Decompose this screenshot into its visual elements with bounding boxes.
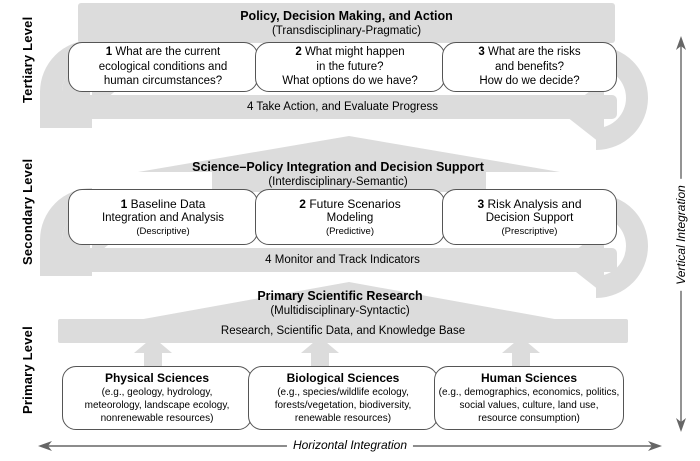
tertiary-box-3-number: 3	[478, 46, 485, 59]
primary-box-physical-sciences[interactable]: Physical Sciences (e.g., geology, hydrol…	[62, 366, 252, 430]
tertiary-box-3-line1: What are the risks	[487, 46, 581, 59]
primary-banner: Primary Scientific Research (Multidiscip…	[190, 286, 490, 320]
secondary-feedback-bar-text: 4 Monitor and Track Indicators	[265, 253, 420, 266]
tertiary-box-3-line3: How do we decide?	[479, 75, 580, 88]
primary-box-3-line2: social values, culture, land use,	[459, 400, 599, 411]
secondary-banner-subtitle: (Interdisciplinary-Semantic)	[268, 175, 408, 188]
secondary-feedback-bar: 4 Monitor and Track Indicators	[68, 248, 617, 272]
tertiary-box-1-line1: What are the current	[115, 46, 221, 59]
level-label-tertiary: Tertiary Level	[20, 16, 35, 103]
secondary-box-2-paren: (Predictive)	[325, 225, 375, 237]
tertiary-box-2-line2: in the future?	[316, 60, 384, 73]
tertiary-feedback-bar-text: 4 Take Action, and Evaluate Progress	[247, 100, 438, 113]
primary-knowledge-bar-text: Research, Scientific Data, and Knowledge…	[220, 324, 466, 337]
primary-knowledge-bar: Research, Scientific Data, and Knowledge…	[58, 319, 628, 343]
secondary-box-1-heading: 1 Baseline Data	[121, 197, 206, 212]
primary-box-1-heading: Physical Sciences	[104, 371, 210, 385]
tertiary-box-2-text: 2 What might happen in the future? What …	[282, 45, 418, 89]
primary-box-2-line3: renewable resources)	[294, 413, 392, 424]
secondary-box-1-paren: (Descriptive)	[136, 225, 190, 237]
primary-box-biological-sciences[interactable]: Biological Sciences (e.g., species/wildl…	[248, 366, 438, 430]
primary-box-3-line3: resource consumption)	[478, 413, 580, 424]
secondary-box-3-number: 3	[477, 196, 485, 211]
secondary-box-3-line2: Decision Support	[485, 211, 574, 224]
level-label-primary: Primary Level	[20, 326, 35, 414]
secondary-box-2-line1: Future Scenarios	[309, 196, 401, 211]
level-label-secondary: Secondary Level	[20, 158, 35, 265]
primary-box-1-line3: nonrenewable resources)	[100, 413, 214, 424]
tertiary-banner-subtitle: (Transdisciplinary-Pragmatic)	[271, 24, 422, 37]
primary-box-3-heading: Human Sciences	[480, 371, 578, 385]
tertiary-banner-title: Policy, Decision Making, and Action	[240, 8, 453, 23]
primary-box-2-heading: Biological Sciences	[286, 371, 400, 385]
secondary-box-2-heading: 2 Future Scenarios	[299, 197, 400, 212]
tertiary-banner: Policy, Decision Making, and Action (Tra…	[78, 3, 615, 43]
tertiary-box-2-line3: What options do we have?	[282, 75, 418, 88]
secondary-box-3-line1: Risk Analysis and	[487, 196, 582, 211]
primary-box-2-line1: (e.g., species/wildlife ecology,	[277, 387, 409, 398]
primary-banner-title: Primary Scientific Research	[257, 288, 423, 303]
tertiary-box-1[interactable]: 1 What are the current ecological condit…	[68, 42, 258, 92]
small-upward-arrows-primary	[134, 337, 540, 368]
horizontal-integration-label: Horizontal Integration	[286, 438, 414, 452]
secondary-box-3-heading: 3 Risk Analysis and	[477, 197, 581, 212]
primary-box-1-line1: (e.g., geology, hydrology,	[101, 387, 213, 398]
secondary-box-1[interactable]: 1 Baseline Data Integration and Analysis…	[68, 189, 258, 245]
tertiary-box-1-line3: human circumstances?	[103, 75, 223, 88]
secondary-box-1-number: 1	[120, 196, 128, 211]
tertiary-box-1-number: 1	[105, 46, 113, 59]
tertiary-box-3-text: 3 What are the risks and benefits? How d…	[478, 45, 580, 89]
vertical-integration-label: Vertical Integration	[674, 179, 688, 291]
secondary-box-1-line2: Integration and Analysis	[101, 211, 225, 224]
tertiary-box-3[interactable]: 3 What are the risks and benefits? How d…	[442, 42, 617, 92]
secondary-box-2-line2: Modeling	[326, 211, 374, 224]
tertiary-box-2[interactable]: 2 What might happen in the future? What …	[255, 42, 445, 92]
secondary-box-2-number: 2	[299, 196, 306, 211]
secondary-box-3-paren: (Prescriptive)	[501, 225, 558, 237]
secondary-banner: Science–Policy Integration and Decision …	[178, 156, 498, 192]
tertiary-box-2-line1: What might happen	[304, 46, 405, 59]
tertiary-feedback-bar: 4 Take Action, and Evaluate Progress	[68, 95, 617, 119]
secondary-box-3[interactable]: 3 Risk Analysis and Decision Support (Pr…	[442, 189, 617, 245]
primary-banner-subtitle: (Multidisciplinary-Syntactic)	[270, 304, 410, 317]
tertiary-box-3-line2: and benefits?	[494, 60, 565, 73]
primary-box-human-sciences[interactable]: Human Sciences (e.g., demographics, econ…	[434, 366, 624, 430]
secondary-banner-title: Science–Policy Integration and Decision …	[192, 159, 484, 174]
tertiary-box-2-number: 2	[295, 46, 302, 59]
primary-box-3-line1: (e.g., demographics, economics, politics…	[438, 387, 620, 398]
tertiary-box-1-line2: ecological conditions and	[98, 60, 228, 73]
secondary-box-1-line1: Baseline Data	[130, 196, 206, 211]
tertiary-box-1-text: 1 What are the current ecological condit…	[99, 45, 228, 89]
secondary-box-2[interactable]: 2 Future Scenarios Modeling (Predictive)	[255, 189, 445, 245]
upward-arrow-secondary-to-tertiary	[138, 136, 560, 192]
primary-box-2-line2: forests/vegetation, biodiversity,	[274, 400, 412, 411]
primary-box-1-line2: meteorology, landscape ecology,	[84, 400, 230, 411]
